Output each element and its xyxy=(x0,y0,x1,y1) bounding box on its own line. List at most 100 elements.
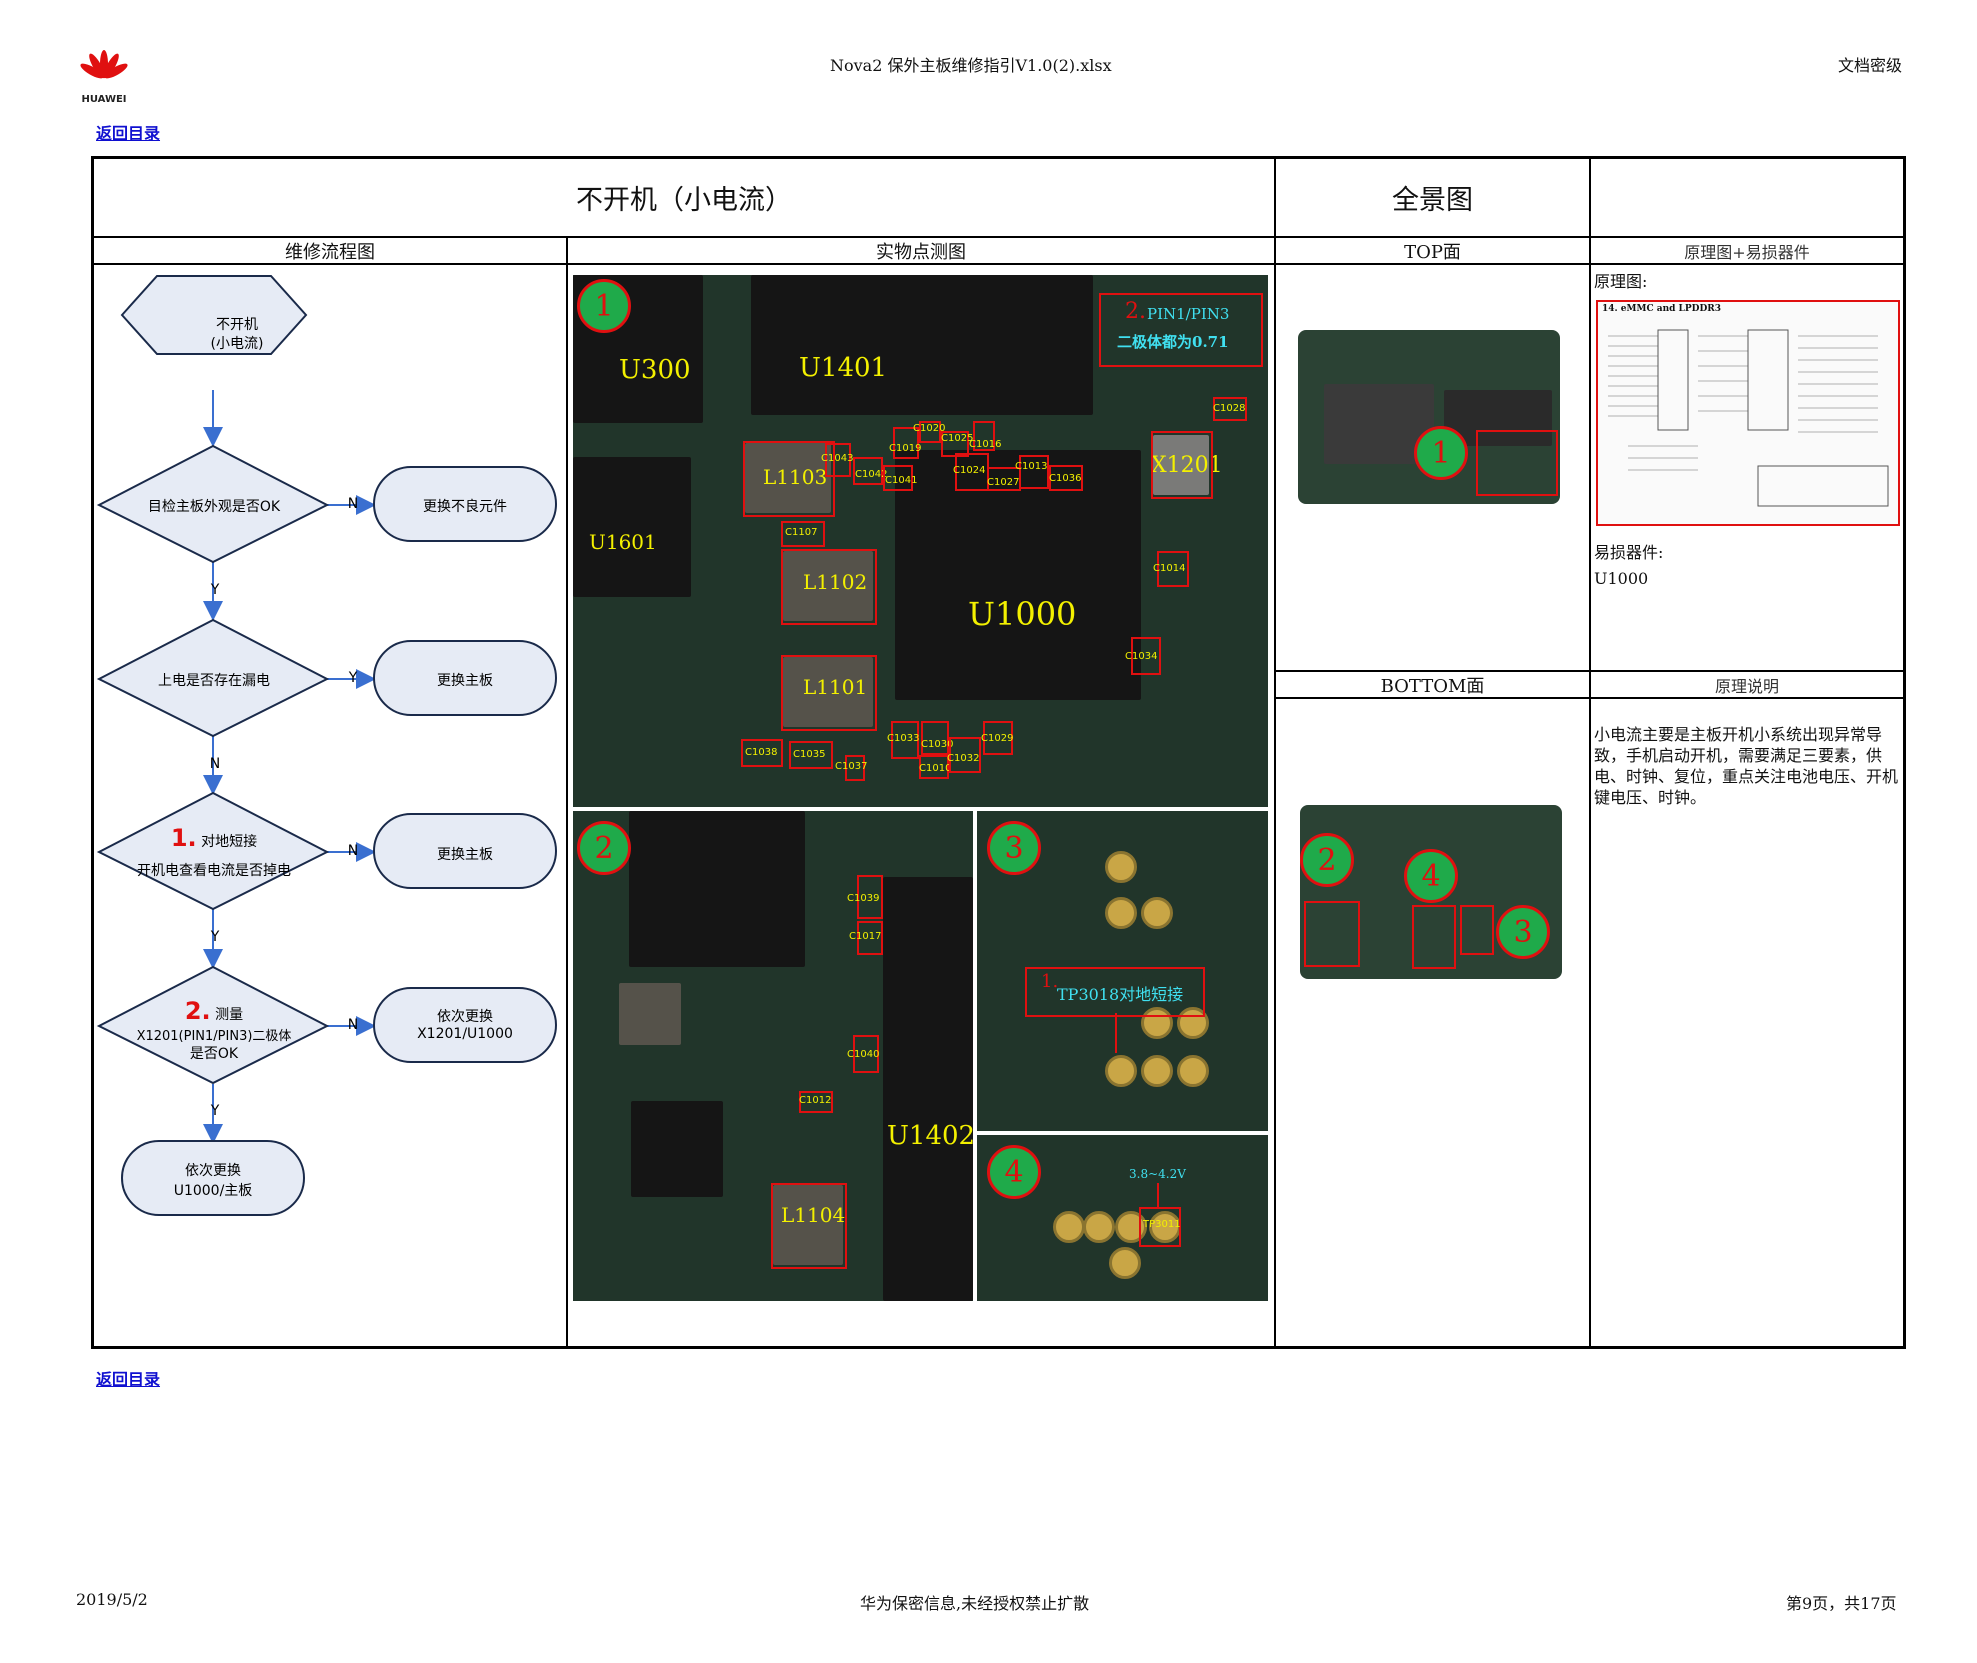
label-c1019: C1019 xyxy=(889,443,922,454)
cap-c1033 xyxy=(891,721,919,759)
photo-circle-3: 3 xyxy=(987,821,1041,875)
label-c1010: C1010 xyxy=(919,763,952,774)
cap-c1034 xyxy=(1131,637,1161,675)
overview-top-marker xyxy=(1476,430,1558,496)
label-c1042: C1042 xyxy=(855,469,888,480)
flow-decision-4-line3: 是否OK xyxy=(189,1046,239,1062)
annotation-tp3018-leader xyxy=(1115,1013,1117,1053)
label-tp3011: TP3011 xyxy=(1143,1219,1181,1230)
vulnerable-label: 易损器件: xyxy=(1594,543,1664,562)
chip-u1000 xyxy=(895,450,1141,700)
marker-l1101 xyxy=(781,655,877,731)
marker-l1102 xyxy=(781,549,877,625)
doc-classification: 文档密级 xyxy=(1838,56,1903,75)
chip-l1102 xyxy=(783,551,873,621)
label-u1401: U1401 xyxy=(799,353,888,383)
flowchart xyxy=(96,275,557,1216)
flow-decision-1 xyxy=(96,444,330,564)
board-photo-2: U1402 L1104 C1039 C1017 C1040 C1012 2 xyxy=(573,811,973,1301)
chip-u1401 xyxy=(751,275,1093,415)
schematic-label: 原理图: xyxy=(1594,272,1648,291)
footer-page: 第9页，共17页 xyxy=(1786,1594,1897,1613)
flow-start-label-1: 不开机 xyxy=(216,317,258,333)
flow-d4-yes-label: Y xyxy=(210,1103,220,1119)
cap-c1035 xyxy=(789,741,833,769)
flow-d1-no-label: N xyxy=(347,496,359,512)
label-u1601: U1601 xyxy=(589,530,657,554)
flow-result-2 xyxy=(373,640,557,716)
flow-decision-1-label: 目检主板外观是否OK xyxy=(147,499,281,515)
principle-header: 原理说明 xyxy=(1714,677,1779,696)
flow-result-1-label: 更换不良元件 xyxy=(423,499,507,515)
annotation-box-pin xyxy=(1099,293,1263,367)
flow-decision-3-number: 1. xyxy=(170,824,197,852)
overview-bottom-circle-2: 2 xyxy=(1300,833,1354,887)
marker-x1201 xyxy=(1151,431,1213,499)
flow-result-3-label: 更换主板 xyxy=(437,847,493,863)
label-c1025: C1025 xyxy=(941,433,974,444)
cap-c1038 xyxy=(741,739,783,767)
annotation-voltage: 3.8~4.2V xyxy=(1129,1167,1186,1181)
flow-decision-4-label-1: 2. 测量 xyxy=(114,997,314,1025)
flow-column-header: 维修流程图 xyxy=(285,242,375,263)
marker-tp3011 xyxy=(1139,1207,1181,1247)
label-c1038: C1038 xyxy=(745,747,778,758)
label-c1037: C1037 xyxy=(835,761,868,772)
overview-title: 全景图 xyxy=(1392,185,1473,216)
chip-l1101 xyxy=(783,657,873,727)
huawei-wordmark: HUAWEI xyxy=(81,94,127,105)
label-c1013: C1013 xyxy=(1015,461,1048,472)
label-c1027: C1027 xyxy=(987,477,1020,488)
label-c1043: C1043 xyxy=(821,453,854,464)
label-c1017: C1017 xyxy=(849,931,882,942)
huawei-logo: HUAWEI xyxy=(74,50,134,105)
flow-d4-no-label: N xyxy=(347,1017,359,1033)
photo-circle-1: 1 xyxy=(577,279,631,333)
cap-c1041 xyxy=(883,465,913,491)
flow-d1-yes-label: Y xyxy=(210,582,220,598)
back-to-toc-link-bottom[interactable]: 返回目录 xyxy=(96,1370,161,1389)
flow-decision-4-line2: X1201(PIN1/PIN3)二极体 xyxy=(136,1029,292,1044)
flow-end-label-1: 依次更换 xyxy=(185,1163,241,1179)
label-l1104: L1104 xyxy=(781,1203,846,1227)
cap-c1010 xyxy=(919,755,949,779)
flow-result-3 xyxy=(373,813,557,889)
label-c1016: C1016 xyxy=(969,439,1002,450)
back-to-toc-link-top[interactable]: 返回目录 xyxy=(96,124,161,143)
label-c1014: C1014 xyxy=(1153,563,1186,574)
label-l1102: L1102 xyxy=(803,570,868,594)
flow-decision-3-line1: 对地短接 xyxy=(201,834,258,850)
flow-decision-3-label-1: 1. 对地短接 xyxy=(114,824,314,852)
schematic-caption: 14. eMMC and LPDDR3 xyxy=(1602,304,1721,314)
vulnerable-value: U1000 xyxy=(1594,569,1649,588)
cap-c1017 xyxy=(857,921,883,955)
main-title: 不开机（小电流） xyxy=(576,185,792,216)
annotation-tp3018: TP3018对地短接 xyxy=(1057,985,1184,1004)
marker-l1103 xyxy=(743,441,835,517)
board-photo-4: TP3011 3.8~4.2V 4 xyxy=(977,1135,1268,1301)
overview-bottom-marker-4 xyxy=(1412,905,1456,969)
flow-d3-yes-label: Y xyxy=(210,929,220,945)
photo-circle-4: 4 xyxy=(987,1145,1041,1199)
label-c1024: C1024 xyxy=(953,465,986,476)
cap-c1039 xyxy=(857,875,883,919)
label-l1103: L1103 xyxy=(763,465,828,489)
flow-result-1 xyxy=(373,466,557,542)
cap-c1042 xyxy=(853,457,883,485)
annotation-pin-line2: 二极体都为0.71 xyxy=(1117,333,1229,351)
board-photo-1: U300 U1401 U1601 L1103 L1102 L1101 U1000… xyxy=(573,275,1268,807)
label-c1020: C1020 xyxy=(913,423,946,434)
chip-inductor xyxy=(619,983,681,1045)
cap-c1030 xyxy=(921,721,949,755)
flow-decision-2 xyxy=(96,618,330,738)
cap-c1040 xyxy=(853,1035,879,1073)
flow-end xyxy=(121,1140,305,1216)
annotation-voltage-leader xyxy=(1157,1183,1159,1207)
label-c1040: C1040 xyxy=(847,1049,880,1060)
flow-decision-4-line1: 测量 xyxy=(215,1007,244,1023)
annotation-pin-line1: PIN1/PIN3 xyxy=(1147,305,1230,323)
flow-result-4-label-1: 依次更换 xyxy=(437,1009,493,1025)
cap-c1028 xyxy=(1213,397,1247,421)
label-u1402: U1402 xyxy=(887,1121,973,1151)
top-side-header: TOP面 xyxy=(1404,242,1461,263)
